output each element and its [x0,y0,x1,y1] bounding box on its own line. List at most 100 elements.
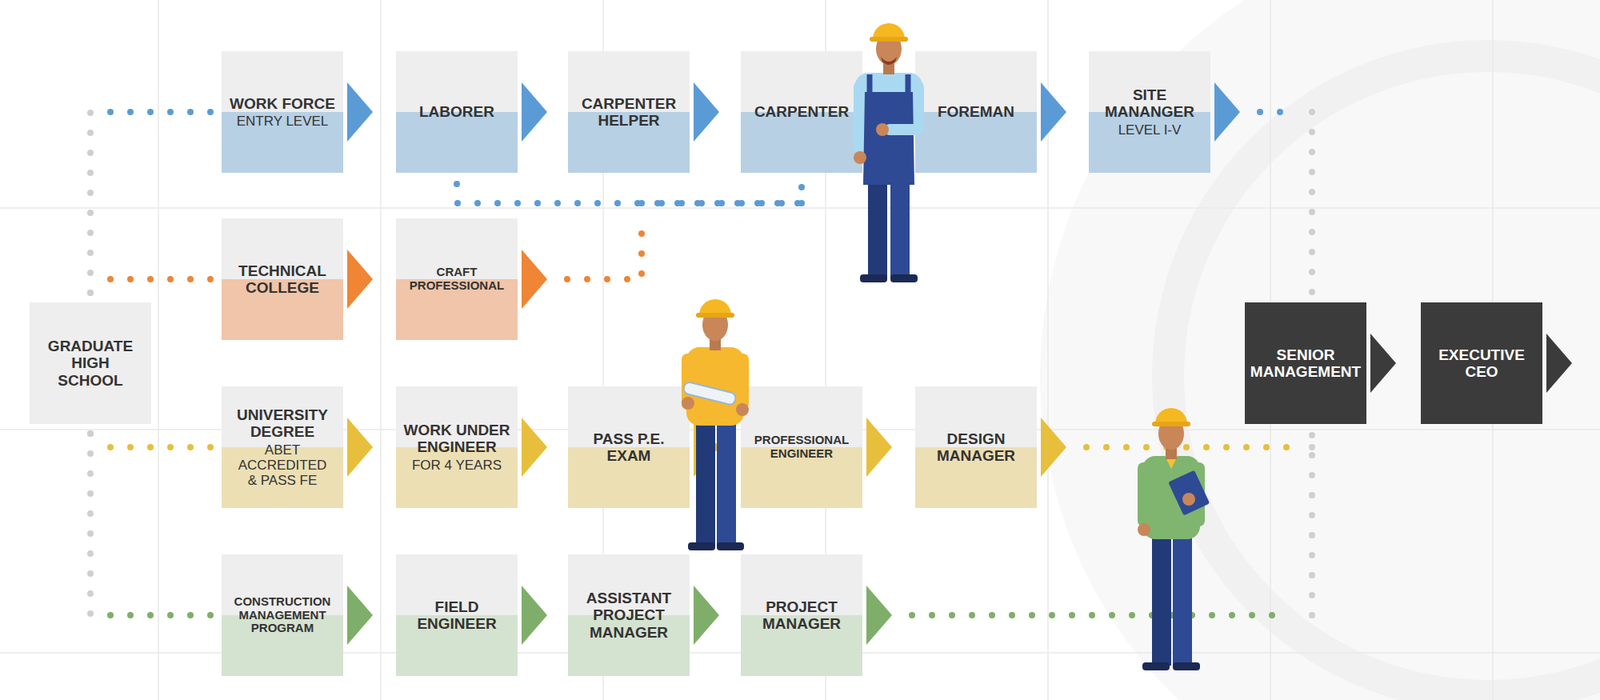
worker-plans-part-part [682,380,737,406]
background-ring-part [1040,0,1600,700]
worker-plans-part [736,403,749,416]
worker-overalls-part [890,274,918,283]
step-title: CARPENTER HELPER [576,95,681,130]
step-title: GRADUATE HIGH SCHOOL [45,337,136,389]
step-title: ASSISTANT PROJECT MANAGER [572,589,685,641]
worker-overalls-part [911,80,924,134]
arrow-chevron [1040,82,1067,142]
arrow-chevron [1214,82,1240,142]
worker-overalls-part [853,151,867,164]
step-detail: LEVEL I-V [1118,122,1182,138]
worker-plans-part [716,542,744,551]
step-detail: ABET ACCREDITED & PASS FE [237,442,328,488]
career-step: TECHNICAL COLLEGE [221,218,344,340]
worker-clipboard-part [1152,421,1191,427]
worker-clipboard-part [1142,662,1170,671]
step-title: TECHNICAL COLLEGE [226,262,339,297]
career-connector [693,417,720,477]
worker-overalls-part [905,74,912,94]
career-connector [456,184,802,204]
arrow-chevron [521,82,548,142]
career-step: FIELD ENGINEER [396,554,518,676]
dotted-path [912,612,1292,619]
career-connector [866,417,892,477]
step-title: EXECUTIVE CEO [1433,346,1530,381]
arrow-chevron [693,417,720,477]
arrow-chevron [347,585,373,645]
worker-clipboard-part [1165,444,1177,460]
worker-plans-part [681,353,694,410]
arrow-chevron [347,249,373,309]
grid-line-part [380,0,382,700]
worker-plans-part [681,396,695,410]
career-connector [347,249,373,309]
worker-clipboard-part [1192,462,1205,527]
arrow-chevron [866,417,892,477]
career-step: ASSISTANT PROJECT MANAGER [568,554,690,676]
step-title: DESIGN MANAGER [926,430,1027,465]
worker-overalls-part [860,274,888,283]
dotted-path [110,444,214,451]
step-title: WORK UNDER ENGINEER [400,421,513,456]
career-step: DESIGN MANAGER [915,386,1037,508]
arrow-chevron [521,585,548,645]
career-step: FOREMAN [915,51,1037,173]
worker-overalls-part [883,60,895,75]
worker-clipboard-part [1182,492,1196,506]
worker-plans-part [696,312,735,318]
career-connector [521,184,802,309]
dotted-path [87,112,94,293]
career-connector [693,82,720,142]
background-ring [1040,0,1600,700]
worker-overalls-part [867,74,873,94]
step-title: CRAFT PROFESSIONAL [408,265,505,293]
arrow-chevron [1040,417,1067,477]
dotted-path [110,612,214,619]
worker-clipboard-part [1158,417,1184,450]
step-title: UNIVERSITY DEGREE [226,406,339,441]
worker-overalls-part [890,175,910,278]
worker-overalls-part [876,123,889,136]
worker-clipboard-part [1142,456,1200,540]
arrow-chevron [866,585,892,645]
career-step: PROJECT MANAGER [740,554,863,676]
dotted-path [567,219,642,280]
career-connector [347,417,373,477]
career-step: UNIVERSITY DEGREEABET ACCREDITED & PASS … [221,386,344,508]
career-connector [90,112,214,293]
dotted-path [87,433,94,616]
dotted-path [456,184,802,204]
career-connector [521,417,548,477]
arrow-chevron [521,417,548,477]
career-step: PROFESSIONAL ENGINEER [740,386,863,508]
worker-overalls-part [869,36,908,42]
worker-overalls-part [868,175,888,278]
worker-plans-part [686,347,744,426]
career-step: CRAFT PROFESSIONAL [396,218,518,340]
leadership-box: EXECUTIVE CEO [1420,302,1543,424]
arrow-chevron [866,82,892,142]
worker-plans-part [709,336,721,351]
worker-clipboard [1137,408,1210,671]
arrow-chevron [1370,333,1396,393]
dotted-path [1086,444,1292,451]
worker-clipboard-part [1137,462,1150,527]
worker-plans-part [696,417,716,546]
worker-overalls [853,23,924,283]
start-box: GRADUATE HIGH SCHOOL [29,302,152,424]
arrow-chevron [521,249,548,309]
career-connector [1214,82,1312,293]
worker-plans-part [682,380,737,406]
step-title: FIELD ENGINEER [408,598,505,633]
worker-plans [681,299,749,551]
worker-clipboard-part [1172,532,1192,666]
worker-overalls-part [872,23,905,40]
dotted-path [87,279,94,293]
dotted-path [641,184,802,204]
career-step: WORK UNDER ENGINEERFOR 4 YEARS [396,386,518,508]
step-title: SITE MANANGER [1097,86,1202,121]
worker-overalls-part [876,32,902,65]
step-title: LABORER [419,103,495,120]
worker-clipboard-part [1155,408,1188,424]
